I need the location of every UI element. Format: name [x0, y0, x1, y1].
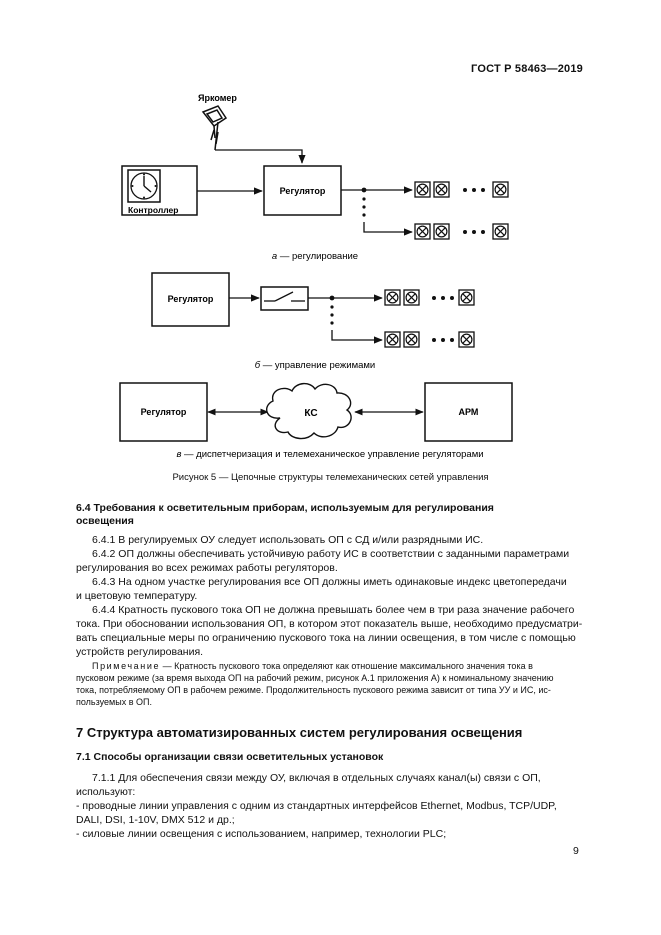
paragraph-7-1-1-line2: используют:	[76, 786, 136, 798]
caption-b: б — управление режимами	[255, 360, 376, 371]
paragraph-6-4-3-line2: и цветовую температуру.	[76, 590, 198, 602]
document-code: ГОСТ Р 58463—2019	[471, 63, 583, 75]
arm-box	[424, 382, 513, 442]
note-line4: пользуемых в ОП.	[76, 697, 152, 707]
figure-5-diagram: Яркомер Контроллер Регулятор	[119, 93, 513, 460]
luminaire-row-a2	[414, 223, 509, 240]
caption-c: в — диспетчеризация и телемеханическое у…	[176, 449, 483, 460]
section-7-heading: 7 Структура автоматизированных систем ре…	[76, 725, 523, 740]
note-label: Примечание	[92, 661, 161, 671]
caption-a: а — регулирование	[272, 251, 358, 262]
clock-icon	[127, 169, 161, 203]
paragraph-6-4-2-line2: регулирования во всех режимах работы рег…	[76, 562, 338, 574]
paragraph-6-4-4-line2: тока. При обосновании использования ОП, …	[76, 618, 583, 630]
paragraph-7-1-1-line1: 7.1.1 Для обеспечения связи между ОУ, вк…	[92, 772, 541, 784]
regulator-box-c	[119, 382, 208, 442]
regulator-label-a: Регулятор	[280, 186, 326, 196]
note-line3: тока, потребляемому ОП в рабочем режиме.…	[76, 685, 551, 695]
section-6-4-heading-line1: 6.4 Требования к осветительным приборам,…	[76, 502, 494, 514]
luminaire-row-a1	[414, 181, 509, 198]
luminaire-row-b1	[384, 289, 475, 306]
paragraph-6-4-4-line1: 6.4.4 Кратность пускового тока ОП не дол…	[92, 604, 575, 616]
controller-label: Контроллер	[128, 205, 178, 215]
regulator-box-a	[263, 165, 342, 216]
network-label: КС	[304, 408, 317, 419]
switch-icon	[260, 286, 309, 311]
list-item-1-line2: DALI, DSI, 1-10V, DMX 512 и др.;	[76, 814, 235, 826]
luminance-meter-icon	[201, 105, 228, 151]
section-7-1-heading: 7.1 Способы организации связи осветитель…	[76, 751, 384, 763]
paragraph-6-4-1: 6.4.1 В регулируемых ОУ следует использо…	[92, 534, 484, 546]
note-line1: Примечание — Кратность пускового тока оп…	[92, 661, 533, 671]
paragraph-6-4-4-line4: устройств регулирования.	[76, 646, 204, 658]
regulator-box-b	[151, 272, 230, 327]
sensor-label: Яркомер	[198, 93, 237, 103]
section-6-4-heading-line2: освещения	[76, 515, 134, 527]
paragraph-6-4-2-line1: 6.4.2 ОП должны обеспечивать устойчивую …	[92, 548, 570, 560]
list-item-2: - силовые линии освещения с использовани…	[76, 828, 447, 840]
regulator-label-c: Регулятор	[141, 407, 187, 417]
page-number: 9	[573, 845, 579, 857]
network-cloud-icon	[265, 382, 352, 440]
paragraph-6-4-3-line1: 6.4.3 На одном участке регулирования все…	[92, 576, 567, 588]
list-item-1-line1: - проводные линии управления с одним из …	[76, 800, 557, 812]
note-line2: пусковом режиме (за время выхода ОП на р…	[76, 673, 554, 683]
arm-label: АРМ	[459, 407, 479, 417]
regulator-label-b: Регулятор	[168, 294, 214, 304]
paragraph-6-4-4-line3: вать специальные меры по ограничению пус…	[76, 632, 576, 644]
luminaire-row-b2	[384, 331, 475, 348]
figure-title: Рисунок 5 — Цепочные структуры телемехан…	[172, 472, 489, 483]
